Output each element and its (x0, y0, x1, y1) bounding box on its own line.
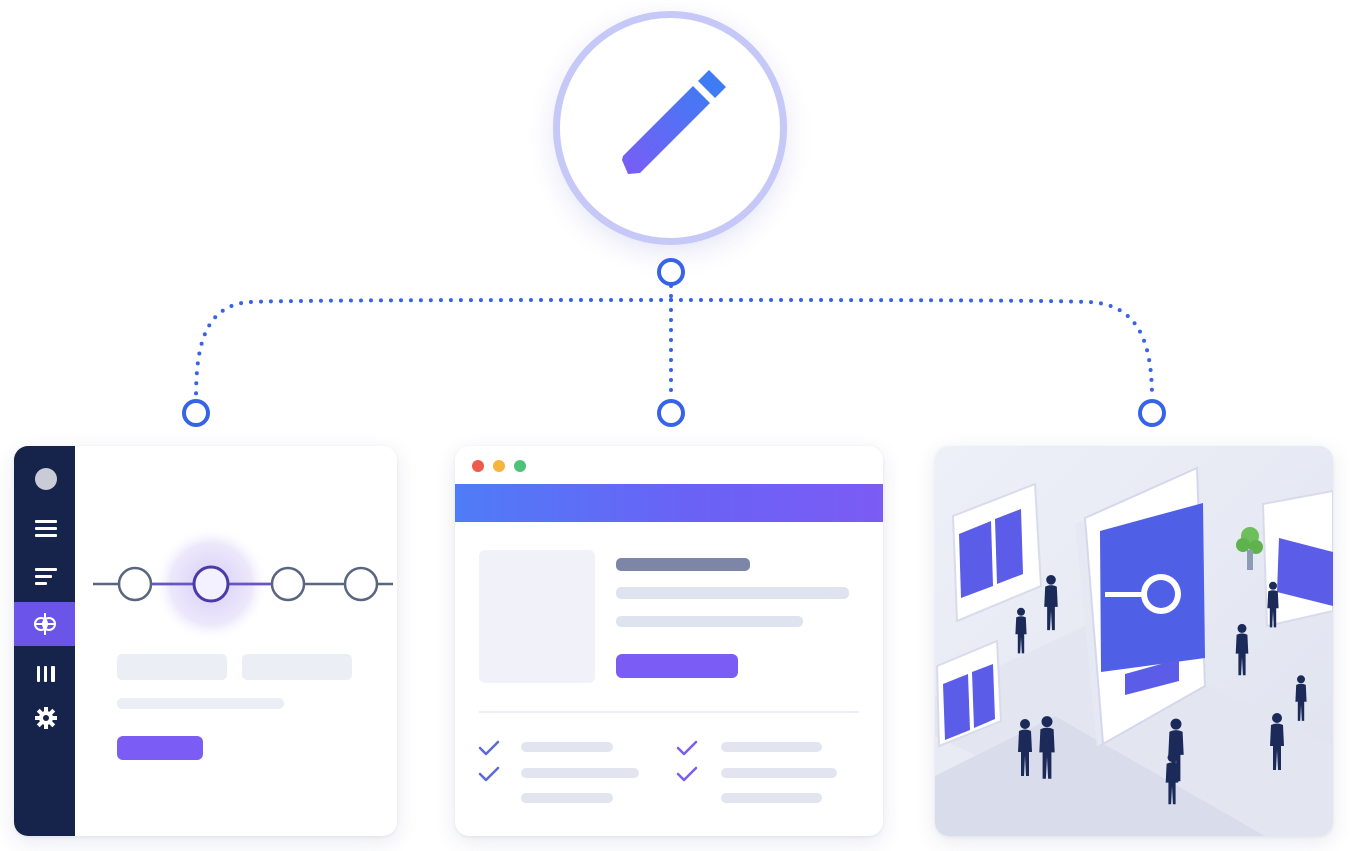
placeholder-field-1 (117, 654, 227, 680)
checklist-line (721, 768, 837, 778)
browser-card (455, 446, 883, 836)
text-placeholder-2 (616, 616, 803, 627)
connector-node-center (657, 399, 685, 427)
checklist-line (521, 793, 613, 803)
gear-icon[interactable] (34, 706, 58, 730)
connector-lines (182, 258, 1166, 427)
call-to-action-button[interactable] (616, 654, 738, 678)
sidebar (14, 446, 75, 836)
image-placeholder (479, 550, 595, 683)
text-placeholder-1 (616, 587, 849, 599)
avatar[interactable] (35, 468, 57, 490)
placeholder-line (117, 698, 284, 709)
window-dot-maximize[interactable] (514, 460, 526, 472)
dashboard-card (14, 446, 397, 836)
pencil-icon (622, 70, 726, 174)
hub-circle[interactable] (553, 11, 787, 245)
placeholder-field-2 (242, 654, 352, 680)
columns-icon[interactable] (35, 662, 59, 686)
kiosk-scene-card (935, 446, 1333, 836)
checklist-line (521, 742, 613, 752)
connector-node-right (1138, 399, 1166, 427)
step-1 (117, 566, 153, 602)
check-icon (478, 740, 500, 756)
step-3 (270, 566, 306, 602)
divider (479, 711, 859, 713)
browser-header-bar (455, 484, 883, 522)
kiosk-button (1125, 659, 1179, 695)
window-dot-minimize[interactable] (493, 460, 505, 472)
primary-button[interactable] (117, 736, 203, 760)
workflow-icon (34, 613, 56, 635)
connector-node-top (657, 258, 685, 286)
checklist-line (721, 793, 822, 803)
step-2-active (192, 565, 230, 603)
check-icon (676, 766, 698, 782)
sidebar-item-active[interactable] (14, 602, 75, 646)
checklist-line (521, 768, 639, 778)
connector-node-left (182, 399, 210, 427)
stepper (93, 526, 393, 642)
kiosk-illustration (935, 446, 1333, 836)
check-icon (676, 740, 698, 756)
menu-icon[interactable] (34, 517, 58, 541)
check-icon (478, 766, 500, 782)
title-placeholder (616, 558, 750, 571)
step-4 (343, 566, 379, 602)
window-dot-close[interactable] (472, 460, 484, 472)
checklist-line (721, 742, 822, 752)
list-icon[interactable] (34, 565, 58, 589)
